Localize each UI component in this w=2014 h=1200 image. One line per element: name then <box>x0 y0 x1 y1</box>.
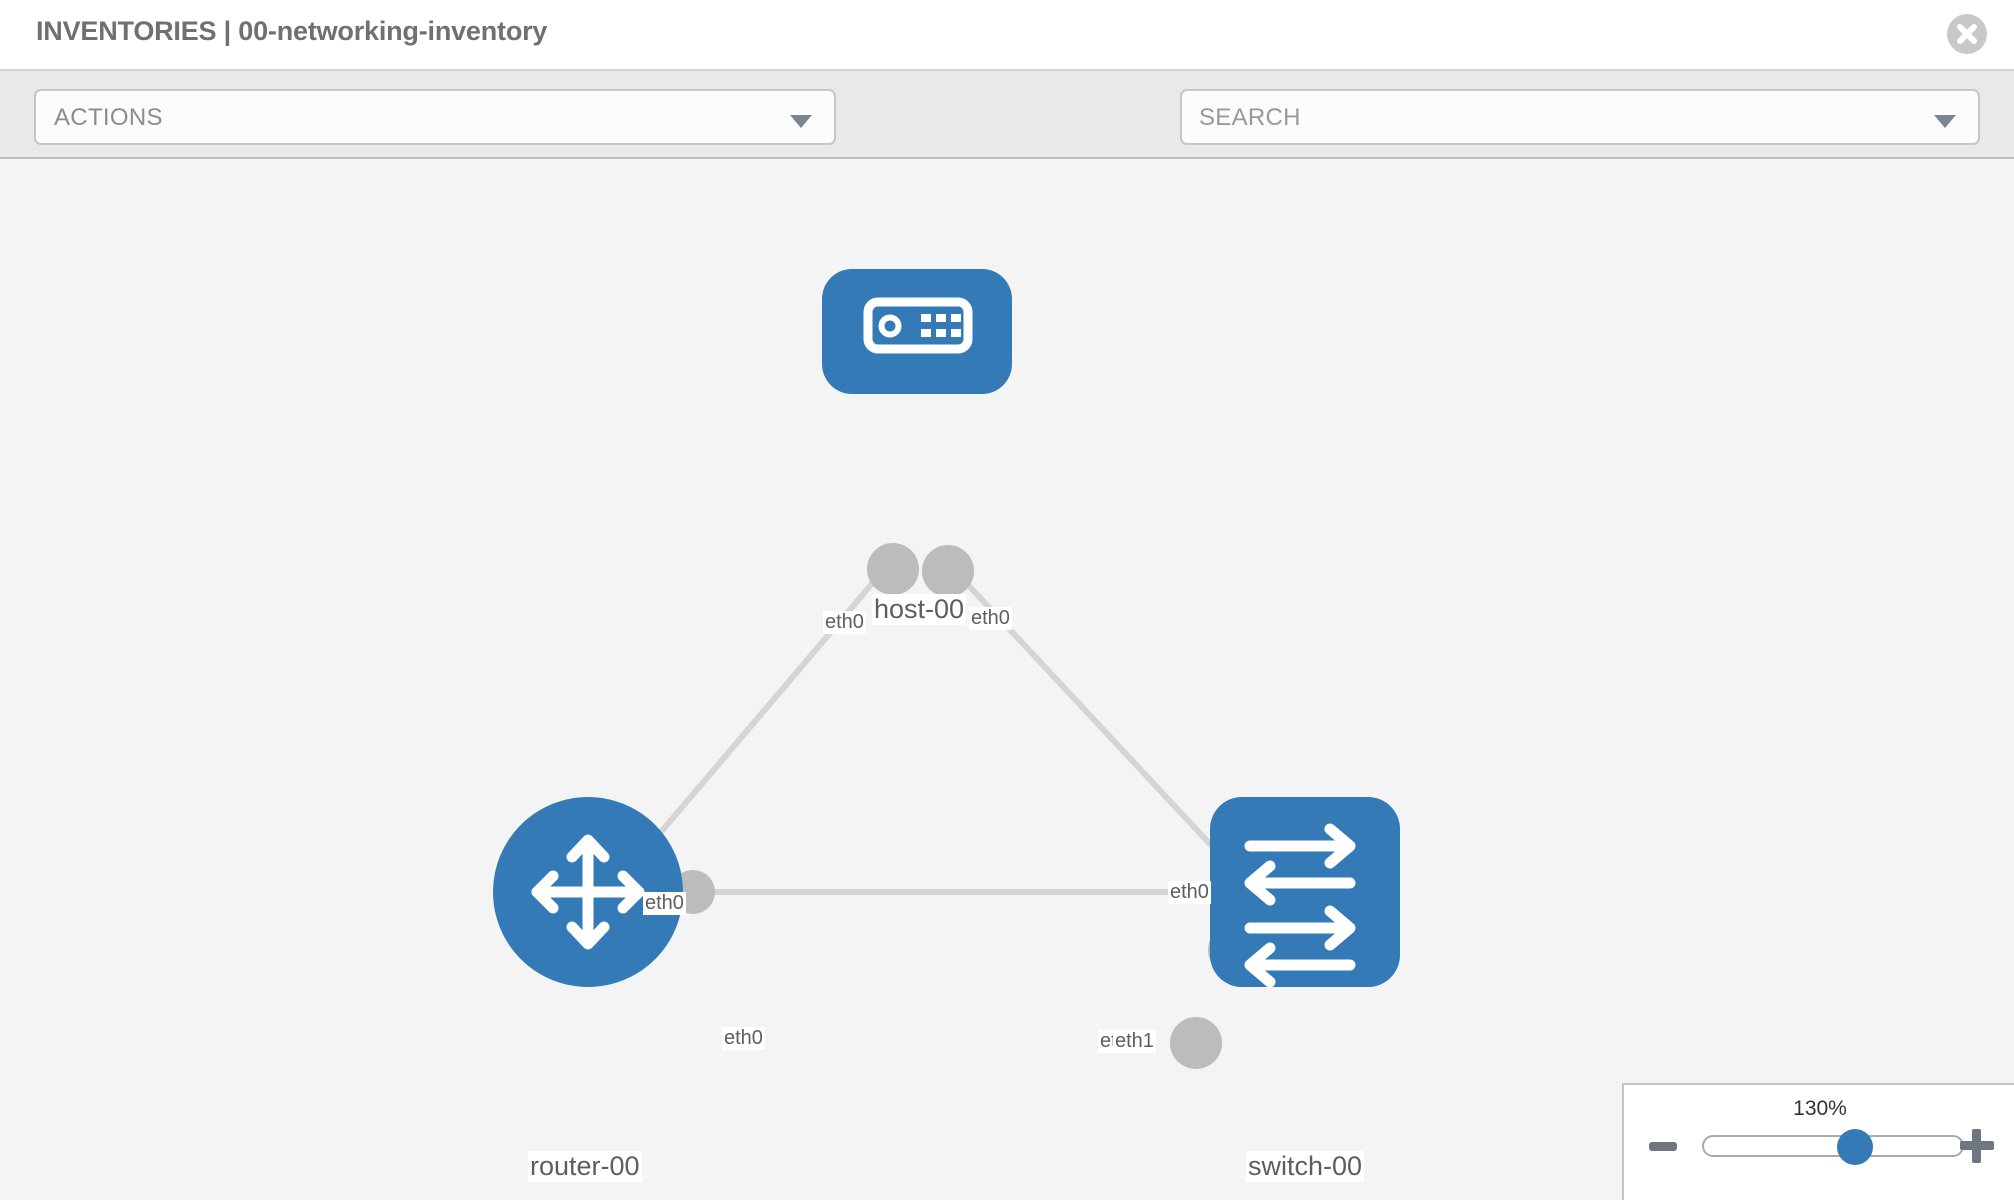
node-label-router-00: router-00 <box>528 1151 642 1183</box>
node-switch-00[interactable] <box>1210 797 1400 988</box>
search-placeholder: SEARCH <box>1199 104 1301 131</box>
interface-label: eth1 <box>1113 1030 1156 1053</box>
node-router-00[interactable] <box>493 797 683 987</box>
actions-dropdown[interactable]: ACTIONS <box>34 89 836 145</box>
connector-nub <box>922 545 974 597</box>
node-label-host-00: host-00 <box>872 594 967 626</box>
chevron-down-icon[interactable] <box>1934 115 1956 128</box>
topology-graph <box>493 269 1400 1069</box>
search-input[interactable]: SEARCH <box>1180 89 1980 145</box>
zoom-level-value: 130% <box>1793 1097 1847 1120</box>
node-host-00[interactable] <box>822 269 1012 394</box>
interface-label: eth0 <box>643 892 686 915</box>
zoom-slider-thumb[interactable] <box>1837 1129 1874 1165</box>
router-arrows-icon <box>531 834 645 950</box>
zoom-slider[interactable] <box>1702 1129 1964 1165</box>
interface-label: eth0 <box>969 607 1012 630</box>
page-header: INVENTORIES | 00-networking-inventory <box>0 0 2014 69</box>
node-label-switch-00: switch-00 <box>1246 1151 1365 1183</box>
connector-nub <box>867 543 919 595</box>
zoom-control-panel: 130% <box>1622 1083 2014 1200</box>
connector-nub <box>1170 1017 1222 1069</box>
close-icon[interactable] <box>1947 14 1987 54</box>
zoom-out-button[interactable] <box>1649 1142 1677 1151</box>
interface-label: eth0 <box>722 1027 765 1050</box>
zoom-in-button[interactable] <box>1960 1129 1994 1163</box>
toolbar: ACTIONS SEARCH <box>0 69 2014 193</box>
interface-label: eth0 <box>823 611 866 634</box>
topology-canvas[interactable]: host-00 router-00 switch-00 eth0 eth0 et… <box>0 159 2014 1200</box>
chevron-down-icon <box>790 115 812 128</box>
interface-label: eth0 <box>1168 881 1211 904</box>
actions-dropdown-label: ACTIONS <box>54 104 163 131</box>
page-title: INVENTORIES | 00-networking-inventory <box>36 16 548 46</box>
server-icon <box>863 297 973 354</box>
switch-arrows-icon <box>1244 823 1356 988</box>
